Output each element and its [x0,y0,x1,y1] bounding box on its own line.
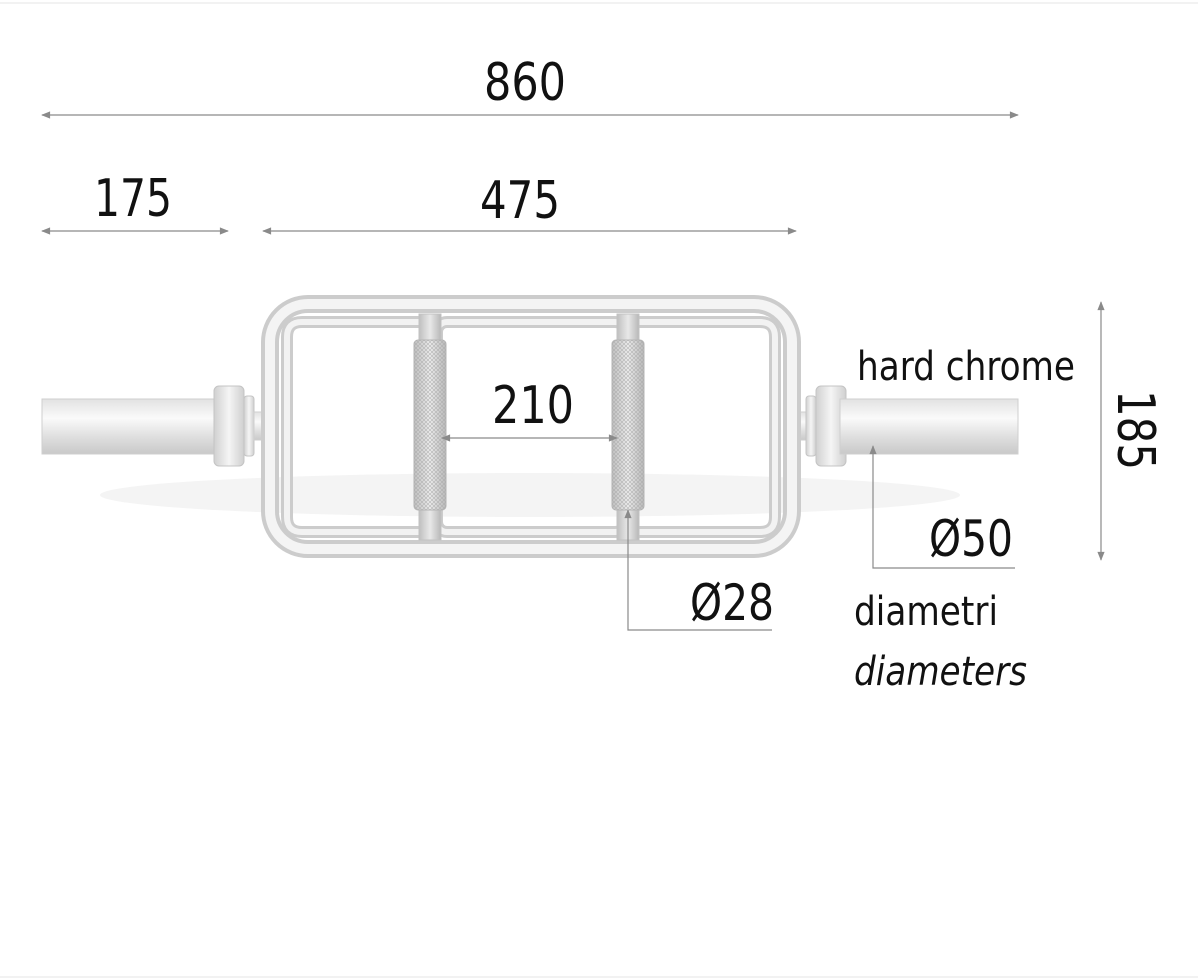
left-sleeve [41,398,223,455]
frame-length-label: 475 [480,171,560,231]
left-collar [213,385,245,467]
height-label: 185 [1105,390,1165,470]
trap-bar [41,295,1019,558]
diameters-english-label: diameters [854,649,1027,695]
overall-length-label: 860 [484,53,566,113]
sleeve-length-label: 175 [94,169,172,229]
left-inner-loop-highlight [284,319,425,535]
right-collar-ring [805,395,817,457]
grip-diameter-label: Ø28 [690,574,774,632]
grip-diameter-leader [624,509,772,631]
right-inner-loop-highlight [637,319,778,535]
sleeve-diameter-label: Ø50 [929,510,1013,568]
left-grip-knurl [414,340,446,510]
dimension-lines [41,111,1105,631]
finish-label: hard chrome [857,344,1075,390]
outer-frame-highlight [265,299,797,554]
sleeve-diameter-leader [869,445,1015,569]
right-sleeve [839,398,1019,455]
left-grip-bottom-connector [418,509,442,541]
right-grip-knurl [612,340,644,510]
left-collar-ring [243,395,255,457]
grip-spacing-label: 210 [492,376,574,436]
diameters-italian-label: diametri [854,589,998,635]
bar-shadow [100,473,960,517]
